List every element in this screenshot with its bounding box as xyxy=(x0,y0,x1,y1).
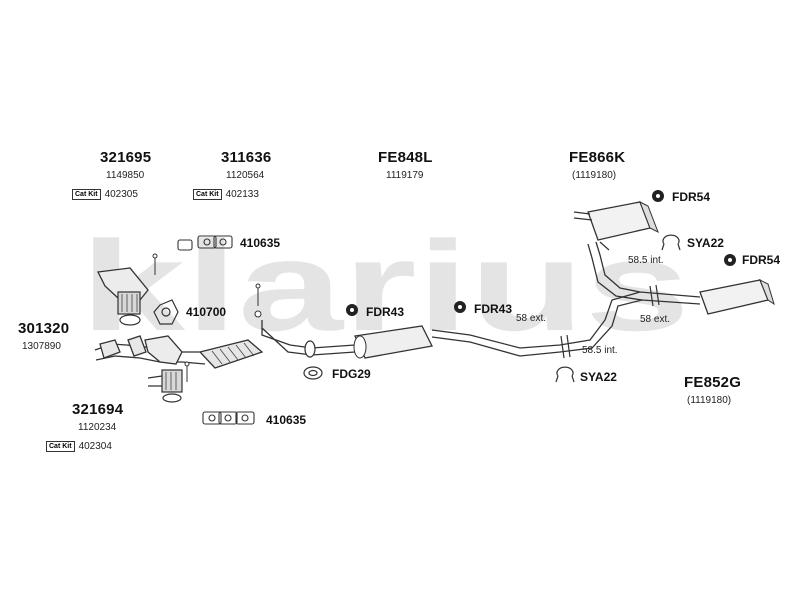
lower-manifold xyxy=(144,335,183,403)
fitting-label: SYA22 xyxy=(580,370,617,384)
reference-number: 1120234 xyxy=(78,422,117,433)
clamp-icon xyxy=(555,366,575,383)
upper-silencer xyxy=(573,200,659,241)
cat-kit-row: Cat Kit 402133 xyxy=(193,189,259,200)
cat-kit-number: 402304 xyxy=(78,441,112,452)
reference-number: 1307890 xyxy=(22,341,61,352)
fitting-label: FDG29 xyxy=(332,367,371,381)
centre-silencer xyxy=(353,325,433,359)
reference-number: 1119179 xyxy=(386,170,424,181)
cat-flange xyxy=(304,340,316,358)
main-pipe xyxy=(261,291,701,357)
clamp-icon xyxy=(661,234,681,251)
reference-number: 1120564 xyxy=(226,170,265,181)
cat-kit-row: Cat Kit 402305 xyxy=(72,189,138,200)
gasket-pair-icon xyxy=(202,411,255,425)
dimension-note: 58 ext. xyxy=(640,314,671,325)
rubber-hanger-icon xyxy=(652,190,664,202)
flange-gasket-icon xyxy=(153,299,179,325)
part-number: 321695 xyxy=(100,149,152,166)
fitting-label: 410635 xyxy=(240,236,281,250)
dimension-note: 58.5 int. xyxy=(582,345,618,356)
fitting-label: FDR43 xyxy=(474,302,513,316)
front-catalyst xyxy=(180,339,264,369)
pipe-clamp-markers xyxy=(560,241,660,359)
reference-number: (1119180) xyxy=(687,395,732,406)
cat-kit-badge: Cat Kit xyxy=(72,189,101,200)
rear-link-pipe xyxy=(587,241,643,301)
rubber-hanger-icon xyxy=(346,304,358,316)
rear-silencer xyxy=(699,278,775,315)
part-number: FE866K xyxy=(569,149,626,166)
ring-gasket-icon xyxy=(303,366,323,380)
fitting-label: SYA22 xyxy=(687,236,724,250)
gasket-pair-icon xyxy=(177,235,233,251)
downpipe xyxy=(94,335,182,363)
dimension-note: 58.5 int. xyxy=(628,255,664,266)
part-number: 321694 xyxy=(72,401,124,418)
rubber-hanger-icon xyxy=(724,254,736,266)
part-number: FE852G xyxy=(684,374,742,391)
part-number: FE848L xyxy=(378,149,433,166)
fitting-label: 410700 xyxy=(186,305,227,319)
reference-number: 1149850 xyxy=(106,170,145,181)
reference-number: (1119180) xyxy=(572,170,617,181)
fitting-label: FDR54 xyxy=(742,253,781,267)
cat-kit-badge: Cat Kit xyxy=(193,189,222,200)
cat-kit-number: 402133 xyxy=(225,189,259,200)
cat-kit-number: 402305 xyxy=(104,189,138,200)
bolt-studs xyxy=(152,253,262,382)
fitting-label: FDR54 xyxy=(672,190,711,204)
part-number: 311636 xyxy=(221,149,272,166)
rubber-hanger-icon xyxy=(454,301,466,313)
part-number: 301320 xyxy=(18,320,70,337)
cat-kit-badge: Cat Kit xyxy=(46,441,75,452)
fitting-label: 410635 xyxy=(266,413,307,427)
cat-kit-row: Cat Kit 402304 xyxy=(46,441,112,452)
dimension-note: 58 ext. xyxy=(516,313,547,324)
fitting-label: FDR43 xyxy=(366,305,405,319)
upper-manifold xyxy=(97,267,149,326)
